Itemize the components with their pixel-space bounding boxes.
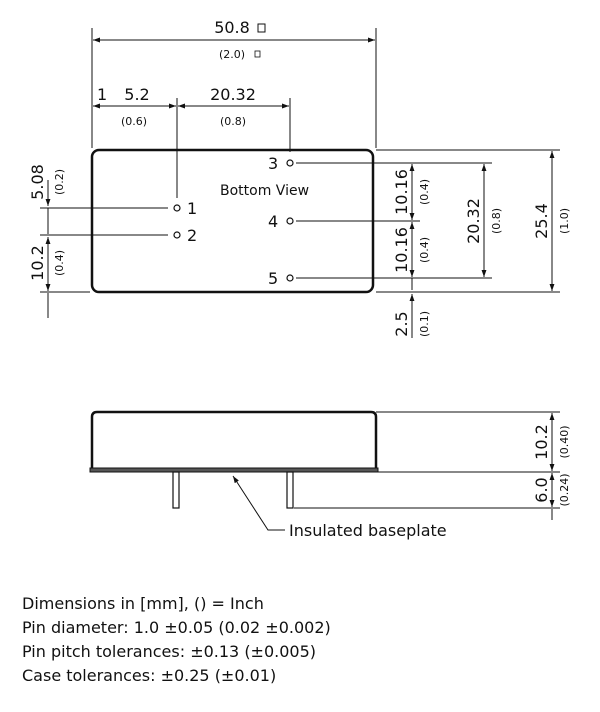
bottom-view-label: Bottom View	[220, 183, 309, 199]
side-view-case	[90, 410, 378, 472]
width-mm: 50.8	[214, 18, 250, 37]
bottom-mm: 2.5	[392, 311, 411, 336]
width-in-symbol-icon	[254, 50, 261, 58]
note-pin-diameter: Pin diameter: 1.0 ±0.05 (0.02 ±0.002)	[22, 618, 331, 637]
pin-length-in: (0.24)	[558, 473, 571, 506]
pin12-mm: 10.2	[28, 245, 47, 281]
d3-in: (0.8)	[220, 115, 246, 128]
pin-4-label: 4	[268, 212, 278, 231]
pin-3-hole	[286, 159, 294, 167]
bottom-in: (0.1)	[418, 311, 431, 337]
note-case-tolerance: Case tolerances: ±0.25 (±0.01)	[22, 666, 277, 685]
pin34-in: (0.4)	[418, 179, 431, 205]
d2-mm: 5.2	[124, 85, 149, 104]
pin-3-label: 3	[268, 154, 278, 173]
d3-mm: 20.32	[210, 85, 256, 104]
insulated-baseplate	[89, 467, 379, 473]
pin-2-hole	[173, 231, 181, 239]
pin-offset-in: (0.2)	[53, 169, 66, 195]
pin-offset-mm: 5.08	[28, 164, 47, 200]
case-height-in: (0.40)	[558, 425, 571, 458]
width-symbol-icon	[257, 23, 266, 33]
pin-right	[286, 471, 294, 509]
pin34-mm: 10.16	[392, 169, 411, 215]
d2-in: (0.6)	[121, 115, 147, 128]
height-mm: 25.4	[532, 203, 551, 239]
pin35-in: (0.8)	[490, 208, 503, 234]
pin-4-hole	[286, 217, 294, 225]
pin45-mm: 10.16	[392, 227, 411, 273]
d1-mm: 1	[97, 85, 107, 104]
baseplate-label: Insulated baseplate	[289, 521, 447, 540]
height-in: (1.0)	[558, 208, 571, 234]
pin-2-label: 2	[187, 226, 197, 245]
pin35-mm: 20.32	[464, 198, 483, 244]
pin-1-hole	[173, 204, 181, 212]
pin-length-mm: 6.0	[532, 477, 551, 502]
note-units: Dimensions in [mm], () = Inch	[22, 594, 264, 613]
pin-5-hole	[286, 274, 294, 282]
notes: Dimensions in [mm], () = Inch Pin diamet…	[22, 592, 331, 688]
pin-left	[172, 471, 180, 509]
pin-1-label: 1	[187, 199, 197, 218]
width-in: (2.0)	[219, 48, 245, 61]
pin-5-label: 5	[268, 269, 278, 288]
pin45-in: (0.4)	[418, 237, 431, 263]
baseplate-leader	[232, 475, 285, 531]
note-pin-pitch: Pin pitch tolerances: ±0.13 (±0.005)	[22, 642, 317, 661]
pin12-in: (0.4)	[53, 250, 66, 276]
case-height-mm: 10.2	[532, 424, 551, 460]
